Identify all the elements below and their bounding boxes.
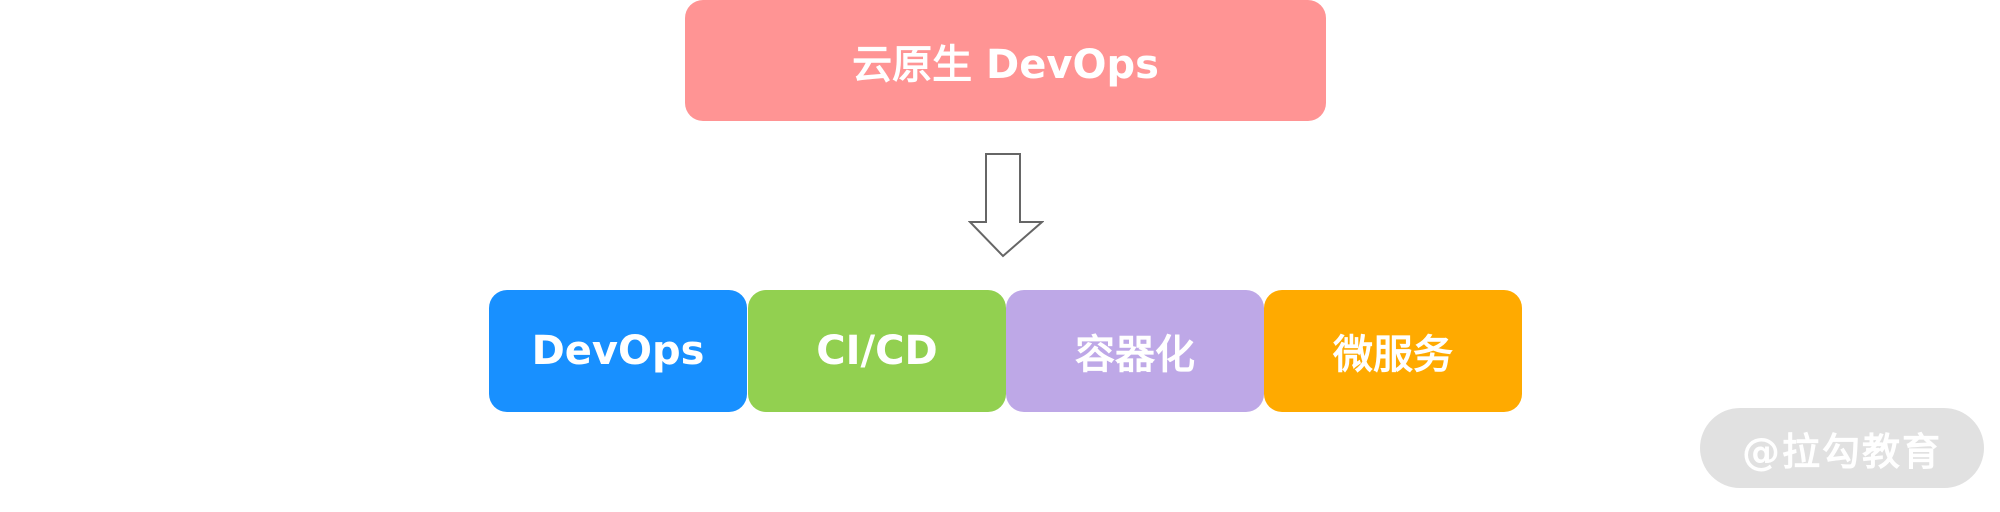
component-label: 容器化 bbox=[1075, 332, 1195, 378]
watermark-text: @拉勾教育 bbox=[1741, 429, 1942, 474]
component-box-containerization: 容器化 bbox=[1006, 290, 1264, 412]
component-label: CI/CD bbox=[816, 328, 938, 374]
watermark-badge: @拉勾教育 bbox=[1700, 408, 1984, 488]
down-arrow-icon bbox=[968, 153, 1044, 258]
cloud-native-devops-box: 云原生 DevOps bbox=[685, 0, 1326, 121]
component-label: 微服务 bbox=[1333, 332, 1453, 378]
cloud-native-devops-label: 云原生 DevOps bbox=[852, 41, 1159, 88]
component-box-microservices: 微服务 bbox=[1264, 290, 1522, 412]
component-box-cicd: CI/CD bbox=[748, 290, 1006, 412]
component-label: DevOps bbox=[531, 328, 705, 374]
component-box-devops: DevOps bbox=[489, 290, 747, 412]
